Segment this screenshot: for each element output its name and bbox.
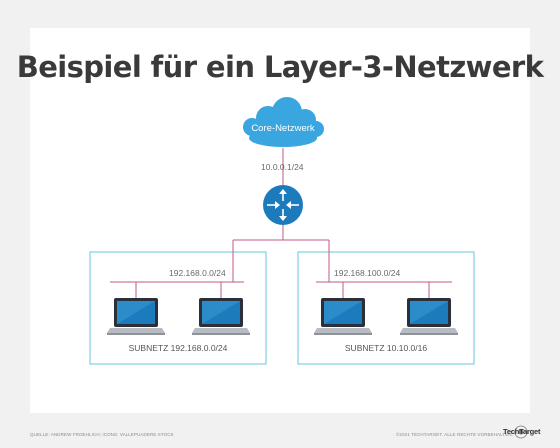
laptop-icon <box>107 298 165 335</box>
subnet-1-caption: SUBNETZ 192.168.0.0/24 <box>128 343 228 353</box>
core-address-label: 10.0.0.1/24 <box>261 162 304 172</box>
subnet-1-network-label: 192.168.0.0/24 <box>169 268 226 278</box>
cloud-icon <box>243 97 324 147</box>
core-network-label: Core-Netzwerk <box>251 123 315 134</box>
subnet-2-network-label: 192.168.100.0/24 <box>334 268 401 278</box>
source-credit: QUELLE: ANDREW FROEHLICH; ICONS: VALLEPU… <box>30 432 174 437</box>
subnet-box-1 <box>89 251 267 365</box>
brand-name: TechTarget <box>503 427 541 436</box>
diagram-title: Beispiel für ein Layer-3-Netzwerk <box>16 50 544 84</box>
copyright-notice: ©2021 TECHTARGET. ALLE RECHTE VORBEHALTE… <box>396 432 514 437</box>
laptop-icon <box>400 298 458 335</box>
subnet-box-2 <box>297 251 475 365</box>
techtarget-logo-icon <box>514 425 528 439</box>
router-icon <box>263 185 303 225</box>
laptop-icon <box>314 298 372 335</box>
network-links <box>110 148 452 298</box>
subnet-2-caption: SUBNETZ 10.10.0/16 <box>344 343 428 353</box>
laptop-icon <box>192 298 250 335</box>
